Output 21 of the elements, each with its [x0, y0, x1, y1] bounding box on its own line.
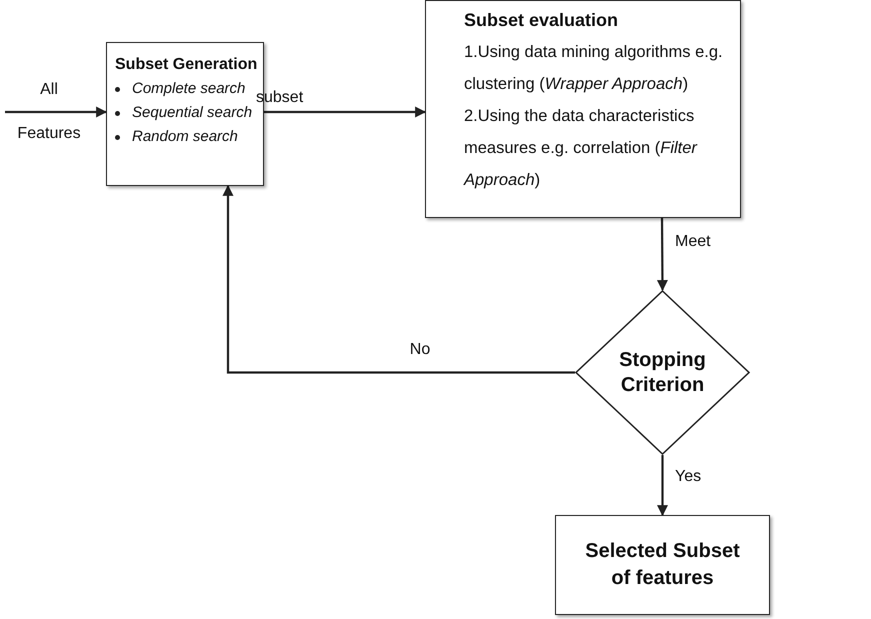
process-box — [425, 0, 741, 218]
box-heading: Subset evaluation — [464, 9, 620, 32]
list-item: Random search — [132, 126, 238, 147]
edge-label: All Features — [17, 81, 81, 142]
arrow — [656, 218, 668, 292]
box-text: Selected Subset of features — [584, 538, 741, 591]
arrow — [5, 106, 108, 118]
decision-diamond — [575, 290, 750, 455]
step-text: 1.Using data mining algorithms e.g. clustering (Wrapper Approach) — [464, 42, 724, 94]
box-heading: Subset Generation — [115, 55, 255, 75]
result-box — [555, 515, 770, 615]
edge-label: Meet — [675, 233, 711, 250]
edge-label: No — [410, 341, 430, 358]
arrow — [657, 455, 668, 516]
arrow — [222, 184, 575, 374]
decision-text: Stopping Criterion — [618, 348, 707, 398]
step-text: 2.Using the data characteristics measures e.g. correlation (Filter Approach) — [464, 106, 698, 190]
edge-label: Yes — [675, 468, 702, 485]
list-item: Sequential search — [132, 102, 252, 123]
arrow — [264, 106, 426, 118]
list-item: Complete search — [132, 78, 246, 99]
